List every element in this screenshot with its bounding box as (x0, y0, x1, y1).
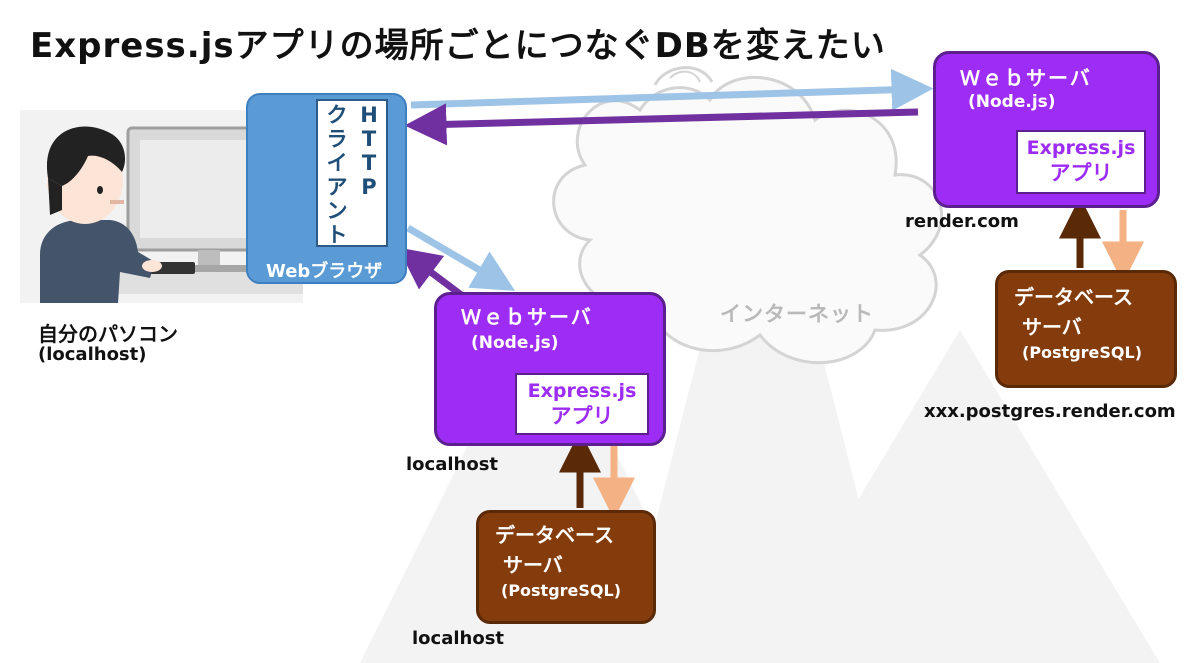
request-arrow-to-local (406, 224, 516, 291)
client-char: ト (326, 223, 348, 247)
pc-host-label: (localhost) (38, 344, 147, 365)
http-char: P (361, 175, 377, 199)
remote-web-server-runtime: (Node.js) (968, 92, 1056, 112)
local-web-server-runtime: (Node.js) (471, 333, 559, 353)
http-client-card: H T T P ク ラ イ ア ン ト (316, 99, 388, 247)
remote-web-server-title: Ｗｅｂサーバ (960, 66, 1092, 90)
local-app-name: Express.js (527, 380, 637, 402)
remote-app-name: Express.js (1026, 137, 1136, 159)
page-title: Express.jsアプリの場所ごとにつなぐDBを変えたい (30, 26, 886, 66)
local-db-host-label: localhost (412, 628, 505, 649)
pc-label: 自分のパソコン (38, 322, 178, 346)
local-web-server-title: Ｗｅｂサーバ (461, 305, 593, 329)
local-express-app: Express.js アプリ (515, 373, 649, 435)
local-db-engine: (PostgreSQL) (501, 581, 622, 600)
web-browser: H T T P ク ラ イ ア ン ト Webブラウザ (246, 93, 407, 284)
local-web-server: Ｗｅｂサーバ (Node.js) Express.js アプリ (434, 292, 666, 446)
remote-db-host-label: xxx.postgres.render.com (924, 401, 1176, 422)
request-arrow-to-remote (410, 68, 934, 111)
http-char: T (361, 127, 377, 151)
client-char: イ (326, 151, 348, 175)
http-char: T (361, 151, 377, 175)
remote-host-label: render.com (905, 211, 1019, 232)
local-app-label: アプリ (550, 404, 614, 428)
remote-web-server: Ｗｅｂサーバ (Node.js) Express.js アプリ (933, 51, 1160, 208)
remote-db-server: データベース サーバ (PostgreSQL) (995, 270, 1177, 388)
client-char: ン (326, 199, 348, 223)
local-db-title: データベース (495, 523, 614, 547)
local-db-server-label: サーバ (503, 553, 563, 577)
remote-app-label: アプリ (1049, 161, 1113, 185)
remote-db-title: データベース (1014, 285, 1133, 309)
client-column: ク ラ イ ア ン ト (324, 103, 350, 247)
client-char: ク (326, 103, 348, 127)
remote-db-engine: (PostgreSQL) (1022, 343, 1143, 362)
remote-db-server-label: サーバ (1022, 315, 1082, 339)
local-host-label: localhost (406, 454, 499, 475)
client-char: ラ (326, 127, 348, 151)
http-char: H (360, 103, 378, 127)
remote-express-app: Express.js アプリ (1016, 130, 1146, 194)
response-arrow-from-remote (404, 103, 919, 146)
cloud-icon (552, 66, 944, 365)
client-char: ア (326, 175, 348, 199)
internet-label: インターネット (720, 302, 874, 326)
browser-label: Webブラウザ (266, 261, 383, 282)
http-column: H T T P (356, 103, 382, 199)
local-db-server: データベース サーバ (PostgreSQL) (476, 510, 656, 624)
